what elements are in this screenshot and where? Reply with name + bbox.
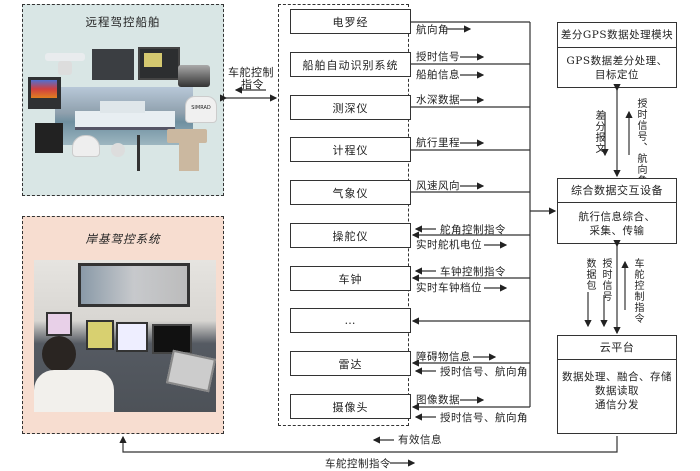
- camera-base-icon: [179, 143, 199, 171]
- cloud-platform-body: 数据处理、融合、存储 数据读取 通信分发: [562, 371, 672, 411]
- signal-image: 图像数据: [416, 394, 460, 406]
- gps-down-label: 差分报文: [593, 110, 604, 154]
- exchange-device-box: 综合数据交互设备 航行信息综合、 采集、传输: [557, 178, 677, 244]
- radar-screen-icon: [116, 322, 148, 352]
- sensor-ais: 船舶自动识别系统: [290, 52, 411, 77]
- signal-depth: 水深数据: [416, 94, 460, 106]
- signal-obstacle: 障碍物信息: [416, 351, 471, 363]
- operator-body: [34, 370, 114, 412]
- operator-head: [42, 336, 76, 372]
- satellite-compass-icon: [178, 65, 210, 87]
- gps-module-title: 差分GPS数据处理模块: [558, 23, 676, 48]
- cloud-platform-title: 云平台: [558, 336, 676, 360]
- valid-info-label: 有效信息: [398, 434, 442, 446]
- ship-link-label-1: 车舵控制: [228, 66, 274, 79]
- sensor-radar: 雷达: [290, 351, 411, 376]
- remote-ship-title: 远程驾控船舶: [85, 15, 161, 29]
- ship-cabin: [100, 101, 145, 113]
- signal-rudder-cmd: 舵角控制指令: [440, 224, 506, 236]
- signal-ship-info: 船舶信息: [416, 69, 460, 81]
- signal-timing: 授时信号: [416, 51, 460, 63]
- yellow-screen-icon: [86, 320, 114, 350]
- signal-radar-timing: 授时信号、航向角: [440, 366, 528, 378]
- ship-hull: [75, 111, 175, 130]
- gps-antenna-icon: [72, 135, 100, 157]
- cloud-up-label: 车舵控制指令: [632, 258, 643, 324]
- sensor-log: 计程仪: [290, 137, 411, 162]
- remote-ship-panel: 远程驾控船舶 SIMRAD: [22, 4, 224, 196]
- radome-icon: SIMRAD: [185, 96, 217, 123]
- control-room-photo: [34, 260, 217, 412]
- compass-box-icon: [35, 123, 63, 153]
- wide-monitor-icon: [78, 263, 190, 307]
- anemometer-icon: [111, 143, 125, 157]
- radar-base-icon: [58, 61, 72, 75]
- sounder-display-icon: [28, 77, 61, 109]
- gps-module-body: GPS数据差分处理、 目标定位: [566, 55, 668, 81]
- anemometer-pole: [137, 135, 140, 171]
- cloud-down-label-1: 数据包: [584, 258, 595, 291]
- signal-mileage: 航行里程: [416, 137, 460, 149]
- signal-rudder-pos: 实时舵机电位: [416, 239, 482, 251]
- camera-ptz-icon: [167, 129, 207, 143]
- signal-telegraph-pos: 实时车钟档位: [416, 282, 482, 294]
- sensor-steering: 操舵仪: [290, 223, 411, 248]
- control-panel-icon: [92, 49, 134, 80]
- sensors-group-panel: [278, 4, 409, 426]
- sensor-telegraph: 车钟: [290, 266, 411, 291]
- ship-link-label-2: 指令: [241, 78, 264, 91]
- cloud-platform-box: 云平台 数据处理、融合、存储 数据读取 通信分发: [557, 335, 677, 434]
- sensor-more: …: [290, 308, 411, 333]
- signal-heading: 航向角: [416, 24, 449, 36]
- radar-antenna-icon: [45, 53, 85, 61]
- gps-up-label: 授时信号、航向角: [635, 98, 646, 186]
- control-cmd-label: 车舵控制指令: [325, 458, 391, 470]
- signal-camera-timing: 授时信号、航向角: [440, 412, 528, 424]
- gps-module-box: 差分GPS数据处理模块 GPS数据差分处理、 目标定位: [557, 22, 677, 88]
- shore-system-title: 岸基驾控系统: [85, 232, 161, 246]
- cloud-down-label-2: 授时信号: [600, 258, 611, 302]
- sensor-echo-sounder: 测深仪: [290, 95, 411, 120]
- signal-telegraph-cmd: 车钟控制指令: [440, 266, 506, 278]
- sensor-gyrocompass: 电罗经: [290, 9, 411, 34]
- cloud-shore-link: [119, 435, 618, 453]
- chart-plotter-icon: [138, 47, 180, 80]
- sensor-camera: 摄像头: [290, 394, 411, 419]
- signal-wind: 风速风向: [416, 180, 460, 192]
- sensor-weather: 气象仪: [290, 180, 411, 205]
- pink-monitor-icon: [46, 312, 72, 336]
- shore-system-panel: 岸基驾控系统: [22, 216, 224, 434]
- exchange-device-title: 综合数据交互设备: [558, 179, 676, 203]
- exchange-device-body: 航行信息综合、 采集、传输: [578, 211, 656, 237]
